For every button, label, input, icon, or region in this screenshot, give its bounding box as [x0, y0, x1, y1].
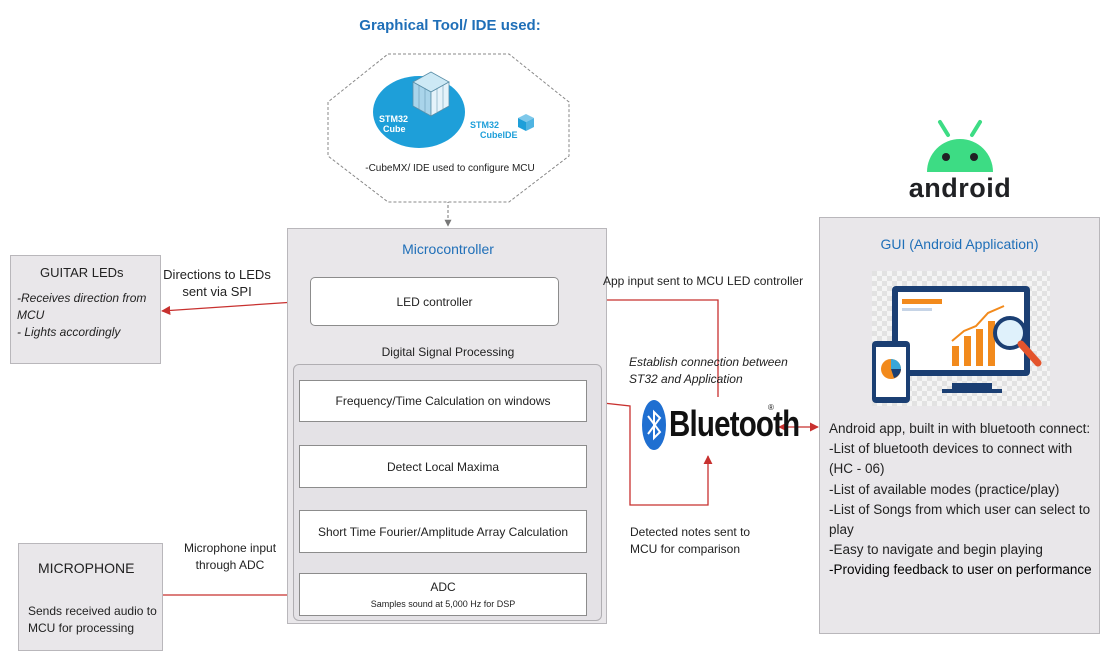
guitar-leds-title: GUITAR LEDs [40, 265, 124, 280]
bluetooth-logo: Bluetooth ® [639, 397, 800, 455]
bluetooth-to-led-arrow [559, 295, 719, 397]
adc-subtitle: Samples sound at 5,000 Hz for DSP [370, 599, 516, 609]
bluetooth-wordmark: Bluetooth [669, 403, 800, 444]
android-robot-icon [927, 120, 993, 172]
gui-title: GUI (Android Application) [880, 236, 1039, 252]
mic-input-label: Microphone input through ADC [183, 541, 277, 572]
android-wordmark: android [908, 173, 1012, 203]
gui-line-2: -List of bluetooth devices to connect wi… [829, 441, 1073, 477]
microphone-title: MICROPHONE [38, 560, 135, 576]
android-logo: android [905, 117, 1015, 207]
directions-label: Directions to LEDs sent via SPI [163, 267, 271, 299]
microcontroller-title: Microcontroller [402, 241, 494, 257]
stm32cubeide-logo: STM32 CubeIDE [470, 112, 540, 148]
adc-title: ADC [430, 580, 456, 594]
gui-description: Android app, built in with bluetooth con… [829, 419, 1097, 581]
guitar-leds-box: GUITAR LEDs -Receives direction from MCU… [10, 255, 161, 364]
ide-heading: Graphical Tool/ IDE used: [359, 17, 541, 34]
freq-time-label: Frequency/Time Calculation on windows [335, 394, 551, 408]
microphone-desc: Sends received audio to MCU for processi… [28, 604, 157, 635]
bluetooth-reg-mark: ® [768, 403, 774, 412]
gui-line-4: -List of Songs from which user can selec… [829, 501, 1091, 538]
gui-line-6: -Providing feedback to user on performan… [829, 562, 1092, 578]
gui-line-5: -Easy to navigate and begin playing [829, 542, 1043, 558]
local-maxima-box: Detect Local Maxima [299, 445, 587, 488]
ide-caption: -CubeMX/ IDE used to configure MCU [365, 163, 535, 174]
adc-box: ADC Samples sound at 5,000 Hz for DSP [299, 573, 587, 616]
microphone-box: MICROPHONE Sends received audio to MCU f… [18, 543, 163, 651]
gui-line-3: -List of available modes (practice/play) [829, 481, 1060, 497]
cube-icon [518, 114, 534, 131]
stft-label: Short Time Fourier/Amplitude Array Calcu… [317, 525, 569, 539]
dsp-container: Frequency/Time Calculation on windows De… [293, 364, 602, 621]
stm32cube-logo-text: STM32 Cube [379, 114, 409, 134]
stft-box: Short Time Fourier/Amplitude Array Calcu… [299, 510, 587, 553]
microcontroller-box: Microcontroller LED controller Digital S… [287, 228, 607, 624]
led-controller-label: LED controller [396, 295, 473, 309]
local-maxima-label: Detect Local Maxima [386, 460, 500, 474]
led-to-guitar-arrow [161, 300, 311, 315]
establish-label: Establish connection between ST32 and Ap… [629, 355, 788, 386]
gui-box: GUI (Android Application) Android app, [819, 217, 1100, 634]
detected-label: Detected notes sent to MCU for compariso… [630, 525, 751, 556]
dsp-label: Digital Signal Processing [381, 345, 515, 359]
stm32cube-logo: STM32 Cube [371, 62, 466, 150]
freq-time-box: Frequency/Time Calculation on windows [299, 380, 587, 422]
guitar-leds-line2: - Lights accordingly [17, 325, 121, 339]
led-controller-box: LED controller [310, 277, 559, 326]
freq-to-bluetooth-arrow [584, 400, 713, 506]
bluetooth-icon [642, 400, 666, 450]
guitar-leds-line1: -Receives direction from MCU [17, 291, 147, 322]
app-input-label: App input sent to MCU LED controller [603, 274, 804, 288]
analytics-dashboard-icon [872, 271, 1050, 406]
gui-line-1: Android app, built in with bluetooth con… [829, 421, 1091, 436]
